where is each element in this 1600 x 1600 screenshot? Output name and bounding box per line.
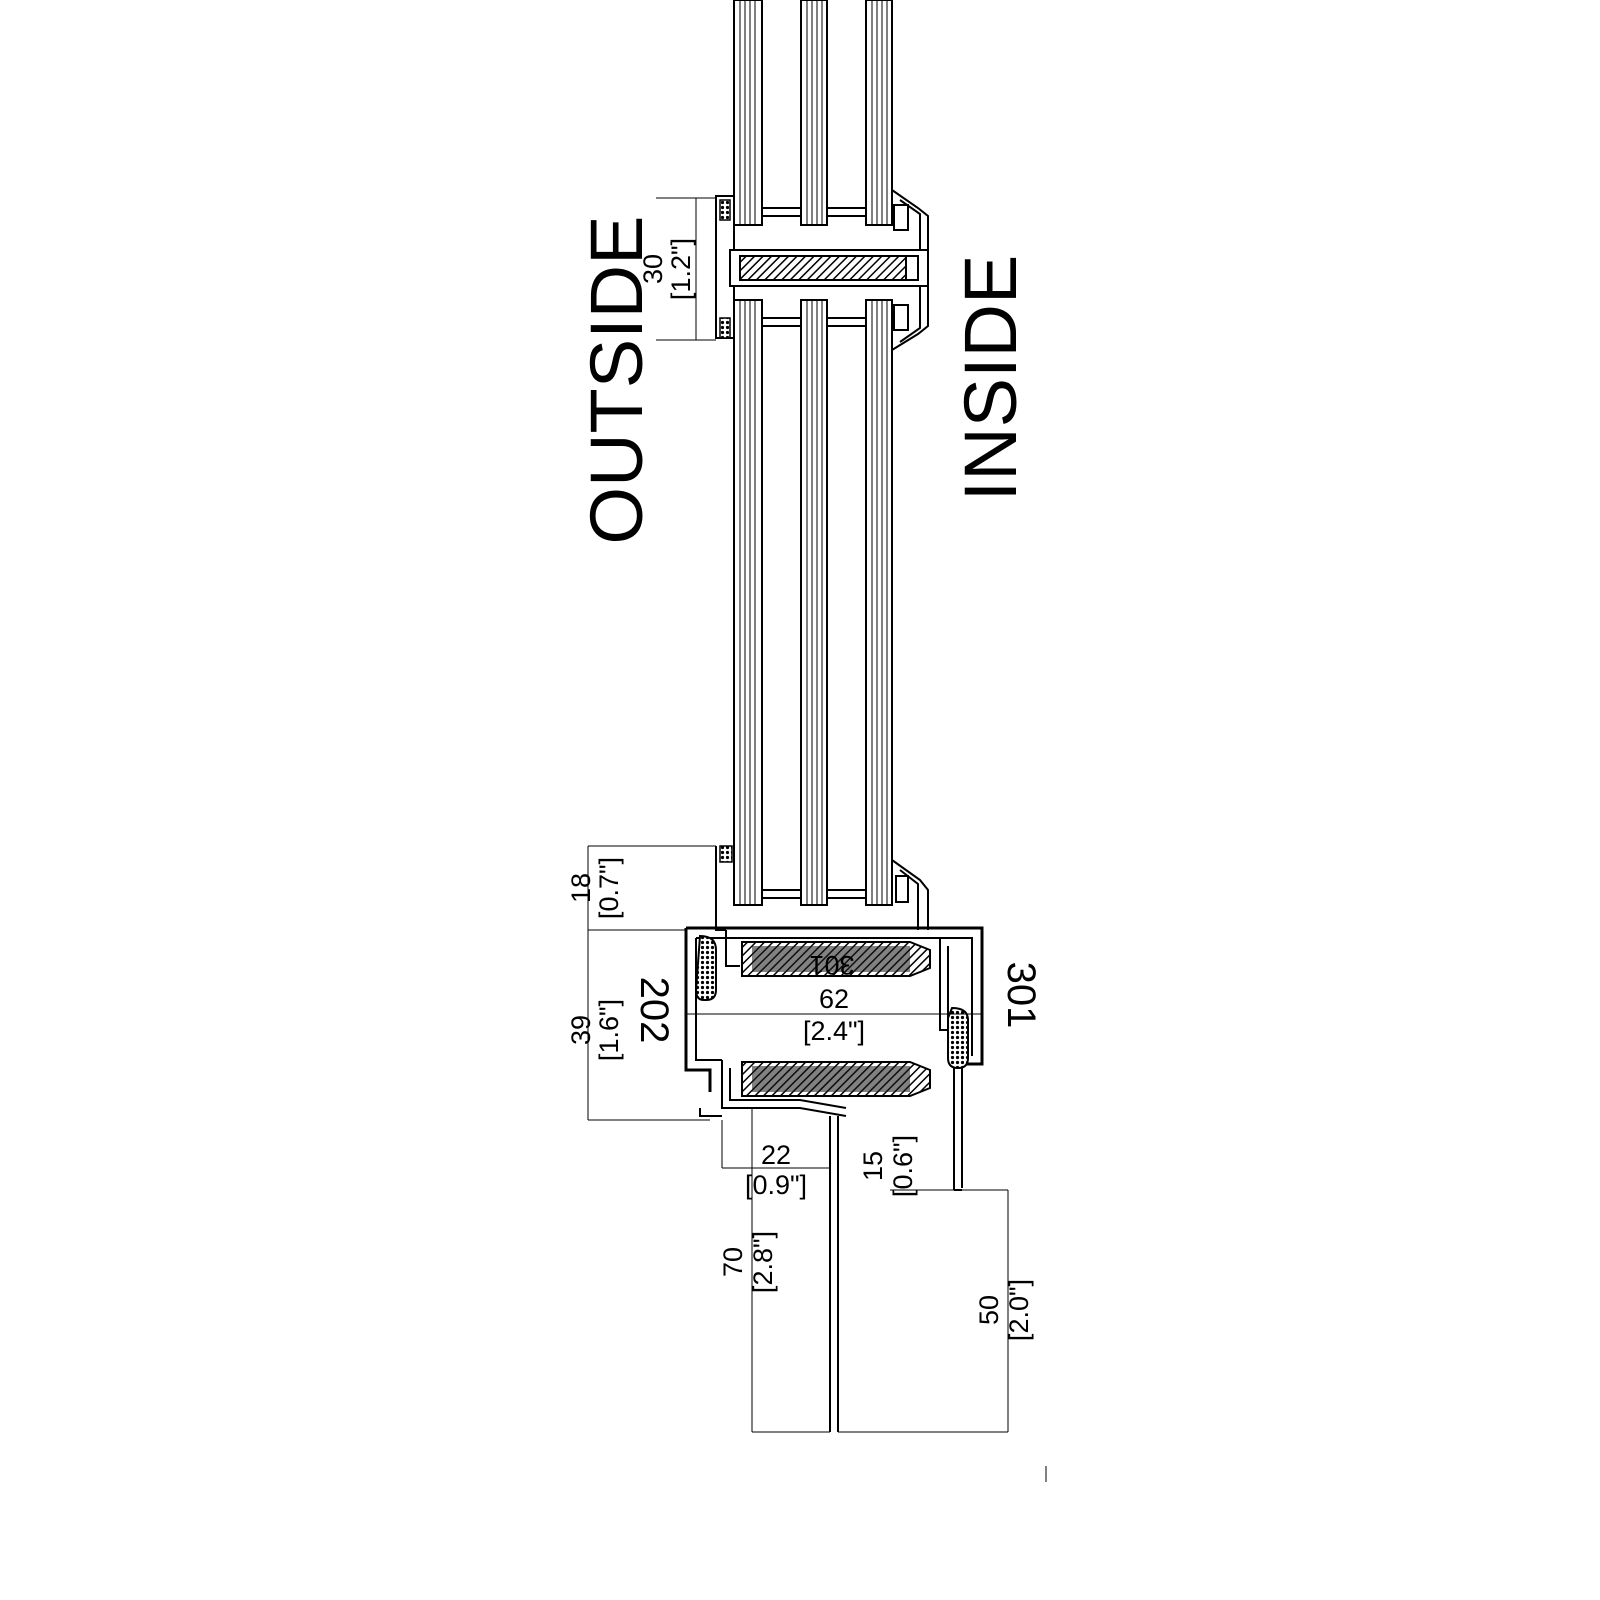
dim-50-in: [2.0"] [1004, 1279, 1034, 1341]
dim-18-in: [0.7"] [594, 857, 624, 919]
dim-30-mm: 30 [638, 254, 668, 284]
glass-pane-middle [800, 0, 828, 906]
dim-15-in: [0.6"] [888, 1135, 918, 1197]
dim-70-in: [2.8"] [748, 1231, 778, 1293]
dim-70-mm: 70 [718, 1247, 748, 1277]
bottom-glazing-stops [715, 845, 929, 931]
dim-39-mm: 39 [566, 1015, 596, 1045]
dimension-lines [587, 197, 1047, 1482]
dim-30-in: [1.2"] [666, 238, 696, 300]
dim-62-mm: 62 [819, 984, 849, 1014]
outside-label: OUTSIDE [575, 216, 658, 545]
mid-rail-joint [715, 189, 929, 351]
dim-39-in: [1.6"] [594, 999, 624, 1061]
part-202-label: 202 [632, 977, 676, 1044]
glass-pane-inner [865, 0, 893, 906]
part-301-inner-label: 301 [809, 950, 854, 980]
dim-50-mm: 50 [974, 1295, 1004, 1325]
dim-18-mm: 18 [566, 873, 596, 903]
frame-profile [684, 926, 984, 1432]
dim-15-mm: 15 [858, 1151, 888, 1181]
part-301-label: 301 [999, 962, 1043, 1029]
glass-pane-outer [733, 0, 763, 906]
inside-label: INSIDE [949, 255, 1032, 502]
dim-62-in: [2.4"] [803, 1016, 865, 1046]
dim-22-in: [0.9"] [745, 1170, 807, 1200]
spacer-bars [762, 207, 866, 899]
dimension-texts: 30 [1.2"] 18 [0.7"] 39 [1.6"] 62 [2.4"] … [566, 238, 1034, 1341]
dim-22-mm: 22 [761, 1140, 791, 1170]
